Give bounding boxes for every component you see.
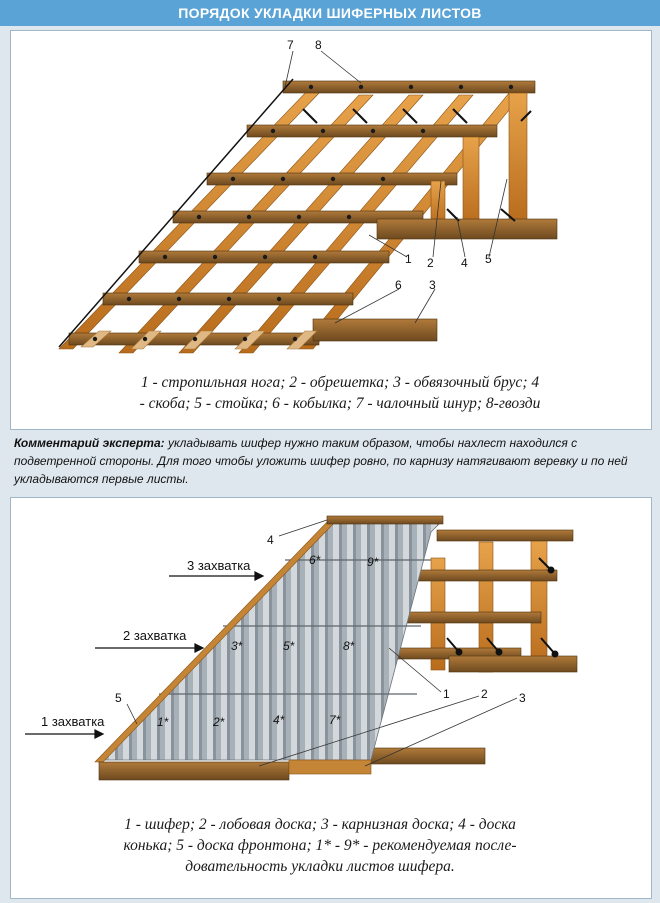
fascia-board: [98, 761, 290, 781]
nails: [92, 84, 514, 342]
sheet-5: 5*: [283, 639, 295, 653]
sheet-seams: [159, 559, 431, 695]
exposed-brackets: [446, 557, 559, 658]
pass-2-label: 2 захватка: [123, 628, 187, 643]
bottom-callout-2: 2: [481, 687, 488, 701]
top-diagram-panel: 7 8 1 2 4 5 6 3: [10, 30, 652, 430]
sheet-6: 6*: [309, 553, 321, 567]
bottom-callout-5: 5: [115, 691, 122, 705]
pass-3-label: 3 захватка: [187, 558, 251, 573]
bottom-caption: 1 - шифер; 2 - лобовая доска; 3 - карниз…: [60, 814, 580, 877]
rafter-framework-diagram: 7 8 1 2 4 5 6 3: [58, 38, 558, 354]
bottom-leader-lines: [126, 519, 518, 767]
expert-comment: Комментарий эксперта: укладывать шифер н…: [14, 434, 648, 488]
leader-lines: [284, 50, 508, 324]
top-caption-line2: - скоба; 5 - стойка; 6 - кобылка; 7 - ча…: [139, 395, 541, 412]
bottom-caption-line3: довательность укладки листов шифера.: [185, 858, 455, 875]
slate-laying-diagram: 1* 2* 4* 7* 3* 5* 8* 6* 9* 1 захватка 2 …: [25, 515, 578, 781]
callout-2: 2: [427, 256, 434, 270]
bottom-callout-1: 1: [443, 687, 450, 701]
callout-1: 1: [405, 252, 412, 266]
callout-8: 8: [315, 38, 322, 52]
sheet-8: 8*: [343, 639, 355, 653]
expert-comment-text: укладывать шифер нужно таким образом, чт…: [14, 436, 628, 486]
ridge-board: [326, 515, 444, 525]
callout-7: 7: [287, 38, 294, 52]
bottom-diagram-panel: 1* 2* 4* 7* 3* 5* 8* 6* 9* 1 захватка 2 …: [10, 497, 652, 899]
sheet-1: 1*: [157, 715, 169, 729]
chalk-line: [58, 78, 294, 348]
top-caption: 1 - стропильная нога; 2 - обрешетка; 3 -…: [90, 372, 590, 414]
callout-4: 4: [461, 256, 468, 270]
exposed-battens: [358, 529, 578, 765]
callout-6: 6: [395, 278, 402, 292]
sheet-2: 2*: [212, 715, 225, 729]
bottom-callout-3: 3: [519, 691, 526, 705]
bottom-callout-4: 4: [267, 533, 274, 547]
tie-beams: [312, 218, 558, 342]
top-caption-line1: 1 - стропильная нога; 2 - обрешетка; 3 -…: [140, 374, 540, 391]
sheet-3: 3*: [231, 639, 243, 653]
sheet-7: 7*: [329, 713, 341, 727]
bottom-caption-line2: конька; 5 - доска фронтона; 1* - 9* - ре…: [123, 837, 517, 854]
eaves-board: [288, 759, 372, 775]
bottom-caption-line1: 1 - шифер; 2 - лобовая доска; 3 - карниз…: [124, 816, 516, 833]
posts: [430, 92, 528, 226]
callout-5: 5: [485, 252, 492, 266]
sheet-4: 4*: [273, 713, 285, 727]
pass-1-label: 1 захватка: [41, 714, 105, 729]
page-title: ПОРЯДОК УКЛАДКИ ШИФЕРНЫХ ЛИСТОВ: [0, 0, 660, 26]
callout-3: 3: [429, 278, 436, 292]
pass-arrows: [25, 571, 265, 739]
sheet-9: 9*: [367, 555, 379, 569]
expert-comment-label: Комментарий эксперта:: [14, 436, 165, 450]
